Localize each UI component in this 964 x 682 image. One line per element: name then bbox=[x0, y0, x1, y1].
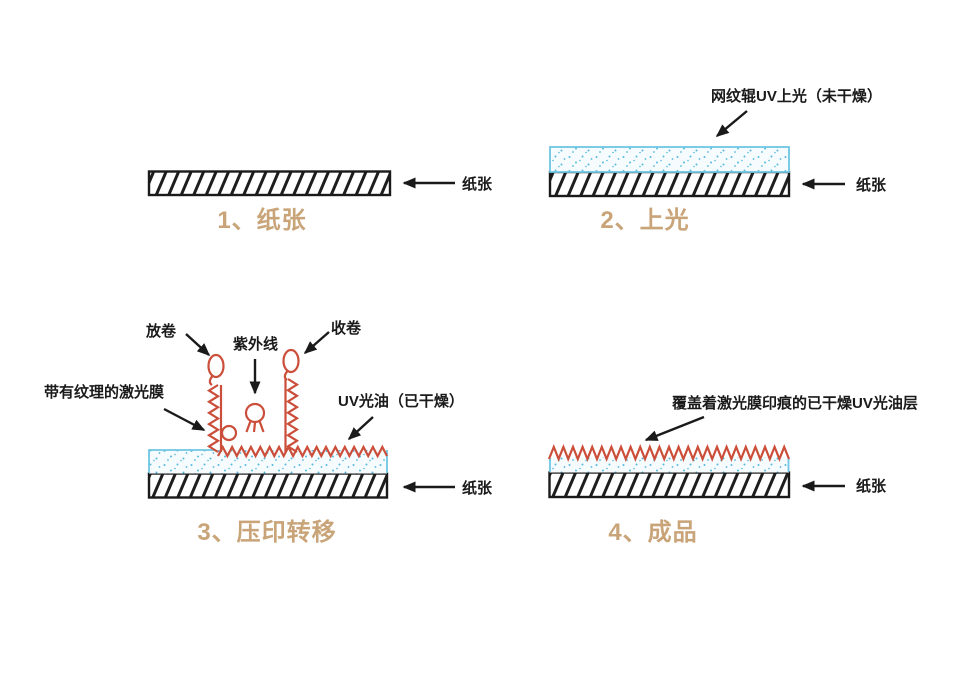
step4-textured-varnish-zigzag bbox=[547, 444, 791, 462]
step2-coating-callout: 网纹辊UV上光（未干燥） bbox=[711, 88, 882, 105]
film-unwind-roll bbox=[207, 353, 225, 379]
step2-group bbox=[548, 110, 845, 198]
step1-caption: 1、纸张 bbox=[217, 207, 307, 234]
step1-group bbox=[147, 170, 455, 197]
step3-paper-callout: 纸张 bbox=[462, 480, 493, 497]
step3-textured-varnish-zigzag bbox=[217, 444, 388, 459]
step3-uv-callout: 紫外线 bbox=[233, 336, 279, 353]
step3-caption: 3、压印转移 bbox=[197, 519, 337, 546]
film-rewind-roll bbox=[282, 348, 300, 374]
unwind-arrow bbox=[185, 333, 211, 357]
nip-roller bbox=[220, 424, 238, 442]
step4-result-callout: 覆盖着激光膜印痕的已干燥UV光油层 bbox=[672, 395, 918, 412]
step3-coating-edge-left bbox=[148, 449, 216, 473]
step1-paper-layer bbox=[147, 170, 392, 197]
step3-paper-layer bbox=[147, 472, 389, 499]
step4-coating-layer bbox=[549, 457, 789, 473]
film-web-right-zigzag bbox=[285, 378, 300, 453]
step2-coating-layer bbox=[549, 146, 790, 173]
step4-caption: 4、成品 bbox=[608, 519, 698, 546]
step3-group bbox=[147, 331, 455, 499]
step3-rewind-callout: 收卷 bbox=[331, 320, 362, 337]
film-unwind-roll-tail bbox=[208, 375, 214, 386]
step2-paper-callout: 纸张 bbox=[856, 177, 887, 194]
step4-paper-callout: 纸张 bbox=[856, 478, 887, 495]
step4-group bbox=[547, 415, 845, 499]
step3-unwind-callout: 放卷 bbox=[146, 323, 177, 340]
step1-paper-callout: 纸张 bbox=[462, 176, 493, 193]
laser-film-arrow bbox=[163, 407, 206, 432]
rewind-arrow bbox=[303, 331, 330, 354]
step4-result-arrow bbox=[644, 415, 705, 442]
film-web-left-zigzag bbox=[206, 384, 221, 453]
step3-coating-layer bbox=[149, 450, 387, 474]
varnish-arrow bbox=[347, 416, 374, 441]
step4-paper-layer bbox=[548, 471, 791, 499]
step3-film-callout: 带有纹理的激光膜 bbox=[44, 384, 165, 401]
step2-paper-layer bbox=[548, 170, 791, 198]
film-rewind-roll-tail bbox=[283, 370, 289, 381]
uv-lamp-icon bbox=[244, 402, 266, 433]
step3-varnish-callout: UV光油（已干燥） bbox=[338, 393, 464, 410]
step2-caption: 2、上光 bbox=[600, 207, 690, 234]
step2-coating-arrow bbox=[715, 110, 748, 137]
